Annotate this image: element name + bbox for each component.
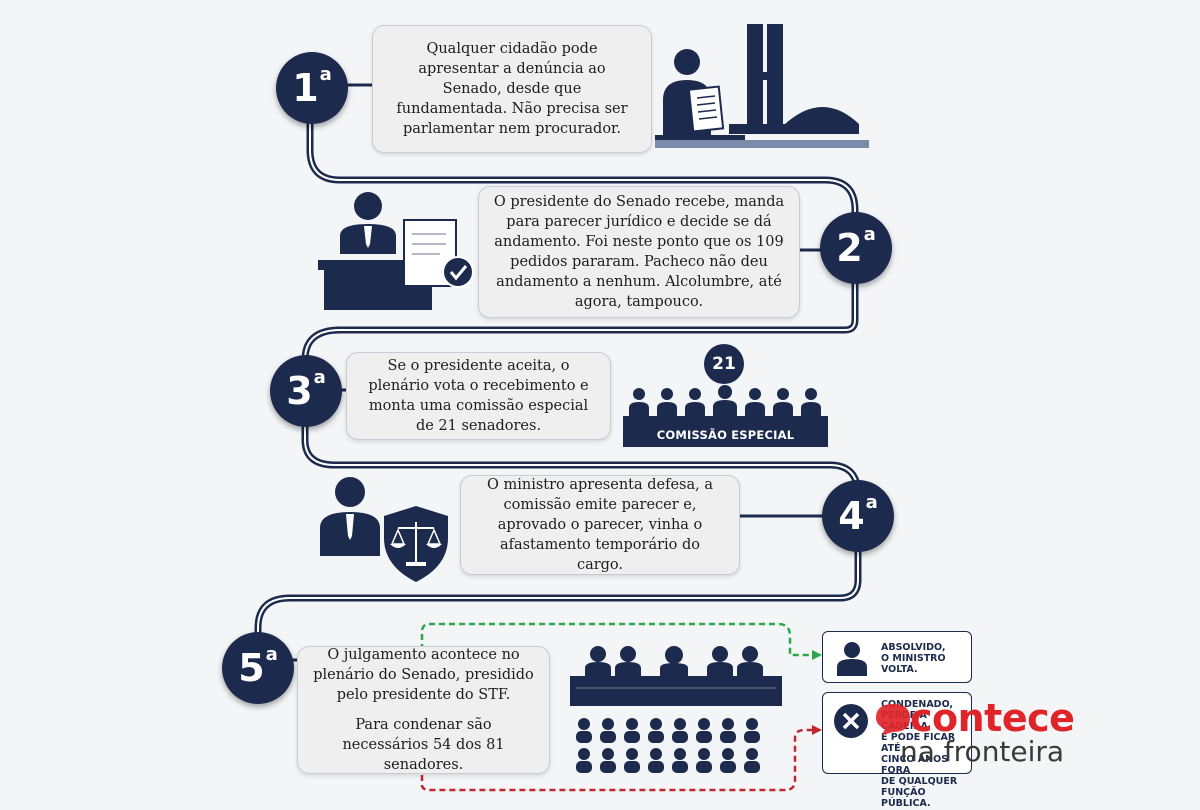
acontece-logo: contece na fronteira xyxy=(876,696,1075,768)
step-3-box: Se o presidente aceita, o plenário vota … xyxy=(346,352,611,440)
step-3-text: Se o presidente aceita, o plenário vota … xyxy=(368,358,589,434)
logo-line-2: na fronteira xyxy=(900,735,1065,768)
commission-label: COMISSÃO ESPECIAL xyxy=(623,423,828,447)
step-1-text: Qualquer cidadão pode apresentar a denún… xyxy=(396,41,628,137)
senators-row-icon xyxy=(623,385,828,424)
justice-shield-icon xyxy=(384,506,448,582)
step-4-text: O ministro apresenta defesa, a comissão … xyxy=(486,477,714,573)
minister-icon xyxy=(320,477,448,582)
person-icon xyxy=(837,642,867,676)
step-4-box: O ministro apresenta defesa, a comissão … xyxy=(460,475,740,575)
step-2-box: O presidente do Senado recebe, manda par… xyxy=(478,186,800,318)
congress-building-icon xyxy=(655,24,869,148)
step-5-box: O julgamento acontece no plenário do Sen… xyxy=(297,646,550,774)
logo-bubble-icon xyxy=(876,704,910,735)
citizen-with-document-icon xyxy=(655,24,869,148)
x-icon xyxy=(834,704,868,738)
commission-count-badge: 21 xyxy=(704,344,744,384)
senate-president-podium-icon xyxy=(318,192,474,310)
step-5-text: O julgamento acontece no plenário do Sen… xyxy=(313,647,534,703)
step-5-text-2: Para condenar são necessários 54 dos 81 … xyxy=(342,717,505,773)
step-2-text: O presidente do Senado recebe, manda par… xyxy=(493,194,785,310)
step-1-box: Qualquer cidadão pode apresentar a denún… xyxy=(372,25,652,153)
plenary-icon xyxy=(570,646,782,773)
logo-line-1: contece xyxy=(910,696,1075,740)
outcome-absolved: ABSOLVIDO, O MINISTRO VOLTA. xyxy=(822,631,972,683)
document-check-icon xyxy=(403,219,474,288)
